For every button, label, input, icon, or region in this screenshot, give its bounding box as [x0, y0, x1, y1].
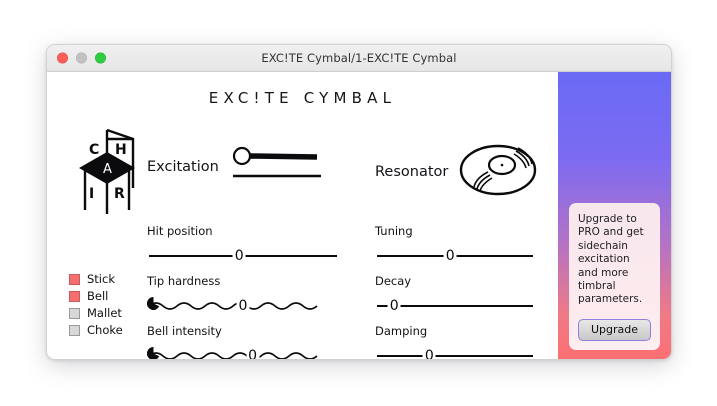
mode-label-bell: Bell — [87, 289, 109, 303]
drumstick-icon — [229, 144, 323, 190]
window-title: EXC!TE Cymbal/1-EXC!TE Cymbal — [261, 51, 457, 65]
logo-letter-c: C — [89, 142, 99, 158]
mode-item-choke[interactable]: Choke — [69, 323, 123, 337]
checkbox-choke[interactable] — [69, 324, 80, 336]
window-traffic-lights — [57, 52, 106, 64]
param-tuning-slider[interactable]: 0 — [375, 247, 535, 265]
param-decay-label: Decay — [375, 274, 412, 288]
param-damping-label: Damping — [375, 324, 428, 338]
param-damping-value[interactable]: 0 — [422, 347, 436, 359]
logo-letter-a: A — [103, 162, 112, 177]
section-excitation: Excitation — [147, 144, 323, 190]
section-excitation-label: Excitation — [147, 159, 219, 175]
upgrade-side-panel: Upgrade to PRO and get sidechain excitat… — [558, 72, 671, 359]
param-hit-position-value[interactable]: 0 — [232, 247, 246, 265]
chair-logo: C H A I R — [67, 122, 151, 218]
plugin-body: EXC!TE CYMBAL C H A I — [47, 72, 671, 359]
param-hit-position[interactable]: Hit position 0 — [147, 224, 339, 265]
param-decay[interactable]: Decay 0 — [375, 274, 535, 315]
param-hit-position-label: Hit position — [147, 224, 213, 238]
param-bell-intensity-label: Bell intensity — [147, 324, 222, 338]
upgrade-button[interactable]: Upgrade — [578, 318, 651, 341]
param-bell-intensity[interactable]: Bell intensity 0 — [147, 324, 339, 360]
logo-letter-i: I — [89, 186, 94, 202]
plugin-window: EXC!TE Cymbal/1-EXC!TE Cymbal EXC!TE CYM… — [46, 44, 672, 360]
mode-label-stick: Stick — [87, 272, 115, 286]
param-tip-hardness[interactable]: Tip hardness 0 — [147, 274, 339, 315]
param-damping[interactable]: Damping 0 — [375, 324, 535, 359]
param-bell-intensity-value[interactable]: 0 — [246, 347, 260, 359]
close-button[interactable] — [57, 52, 68, 64]
logo-letter-h: H — [115, 142, 127, 158]
param-bell-intensity-slider[interactable]: 0 — [147, 347, 339, 360]
window-titlebar: EXC!TE Cymbal/1-EXC!TE Cymbal — [47, 45, 671, 72]
param-tuning-value[interactable]: 0 — [443, 247, 457, 265]
checkbox-bell[interactable] — [69, 290, 80, 302]
mode-label-choke: Choke — [87, 323, 123, 337]
param-tuning[interactable]: Tuning 0 — [375, 224, 535, 265]
mode-label-mallet: Mallet — [87, 306, 122, 320]
param-tip-hardness-value[interactable]: 0 — [236, 297, 250, 315]
param-hit-position-slider[interactable]: 0 — [147, 247, 339, 265]
mode-legend: Stick Bell Mallet Choke — [69, 272, 123, 337]
mode-item-mallet[interactable]: Mallet — [69, 306, 123, 320]
mode-item-bell[interactable]: Bell — [69, 289, 123, 303]
checkbox-stick[interactable] — [69, 273, 80, 285]
checkbox-mallet[interactable] — [69, 307, 80, 319]
param-damping-slider[interactable]: 0 — [375, 347, 535, 359]
mode-item-stick[interactable]: Stick — [69, 272, 123, 286]
param-decay-value[interactable]: 0 — [387, 297, 401, 315]
minimize-button[interactable] — [76, 52, 87, 64]
param-tip-hardness-label: Tip hardness — [147, 274, 221, 288]
param-tip-hardness-endcap-icon[interactable] — [147, 297, 160, 310]
promo-card: Upgrade to PRO and get sidechain excitat… — [569, 203, 660, 350]
section-resonator-label: Resonator — [375, 164, 449, 180]
promo-text: Upgrade to PRO and get sidechain excitat… — [578, 213, 644, 306]
section-resonator: Resonator — [375, 142, 538, 202]
param-bell-intensity-endcap-icon[interactable] — [147, 347, 160, 360]
page-title: EXC!TE CYMBAL — [208, 89, 397, 107]
logo-letter-r: R — [114, 186, 125, 202]
param-decay-slider[interactable]: 0 — [375, 297, 535, 315]
param-tip-hardness-slider[interactable]: 0 — [147, 297, 339, 315]
param-tuning-label: Tuning — [375, 224, 413, 238]
cymbal-disc-icon — [458, 142, 538, 202]
maximize-button[interactable] — [95, 52, 106, 64]
